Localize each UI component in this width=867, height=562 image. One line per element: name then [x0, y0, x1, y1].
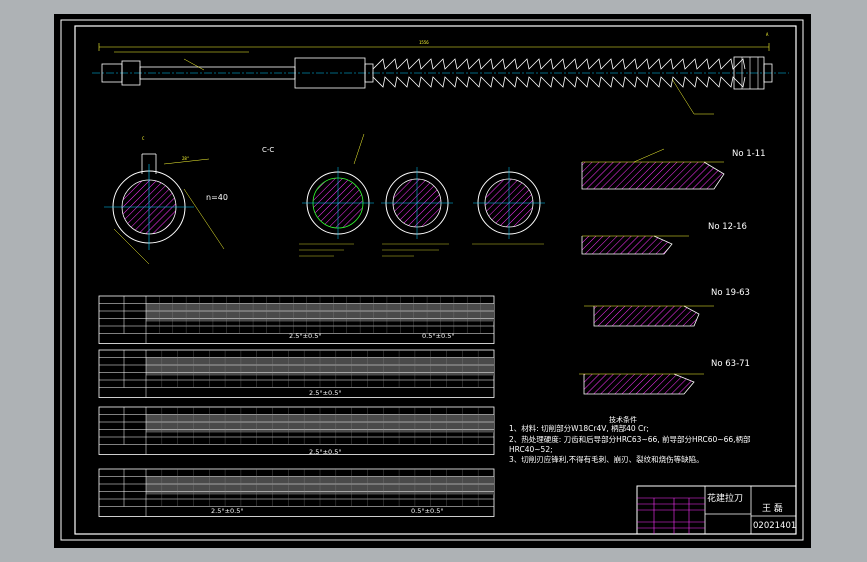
svg-text:1556: 1556	[419, 40, 429, 45]
parameter-table-4	[98, 468, 495, 517]
profile-details	[579, 148, 725, 395]
broach-drawing: 1556 A 28° C n=40 C-C	[60, 19, 804, 541]
tooth-count-label: n=40	[206, 193, 228, 202]
broach-main-view: 1556 A	[92, 32, 789, 115]
table1-footer-left: 2.5°±0.5°	[289, 332, 322, 340]
tech-req-line-1: 1、材料: 切削部分W18Cr4V, 柄部40 Cr;	[509, 423, 649, 433]
svg-text:C: C	[142, 136, 145, 141]
table4-footer-left: 2.5°±0.5°	[211, 507, 244, 515]
profile-label-4: No 63-71	[711, 359, 750, 369]
table1-footer-right: 0.5°±0.5°	[422, 332, 455, 340]
profile-detail-4	[579, 373, 704, 395]
table4-footer-right: 0.5°±0.5°	[411, 507, 444, 515]
spline-sections	[299, 133, 545, 257]
cross-section-left: 28° C	[104, 136, 225, 265]
parameter-table-2	[98, 349, 495, 398]
title-block	[636, 485, 797, 535]
tech-req-line-2: 2、热处理硬度: 刀齿和后导部分HRC63~66, 前导部分HRC60~66,柄…	[509, 434, 751, 444]
part-name: 花建拉刀	[707, 492, 743, 504]
cad-viewport[interactable]: 1556 A 28° C n=40 C-C	[54, 14, 811, 548]
outer-border	[60, 19, 804, 541]
parameter-table-1	[98, 295, 495, 344]
tech-req-line-3: HRC40~52;	[509, 445, 553, 454]
profile-detail-1	[581, 148, 725, 190]
profile-detail-2	[581, 235, 689, 255]
svg-text:A: A	[766, 32, 769, 37]
table3-footer-left: 2.5°±0.5°	[309, 448, 342, 456]
designer-name: 王 磊	[762, 503, 783, 514]
table2-footer-left: 2.5°±0.5°	[309, 389, 342, 397]
profile-label-1: No 1-11	[732, 149, 766, 159]
profile-label-2: No 12-16	[708, 222, 747, 232]
section-cc-label: C-C	[262, 146, 274, 154]
svg-text:28°: 28°	[182, 156, 189, 161]
profile-label-3: No 19-63	[711, 288, 750, 298]
parameter-table-3	[98, 406, 495, 455]
tech-req-line-4: 3、切削刃应锋利,不得有毛刺、崩刃、裂纹和烧伤等缺陷。	[509, 454, 704, 464]
tech-req-heading: 技术条件	[609, 415, 637, 424]
profile-detail-3	[584, 305, 714, 327]
inner-border	[74, 25, 797, 535]
drawing-number: 02021401	[753, 521, 796, 531]
